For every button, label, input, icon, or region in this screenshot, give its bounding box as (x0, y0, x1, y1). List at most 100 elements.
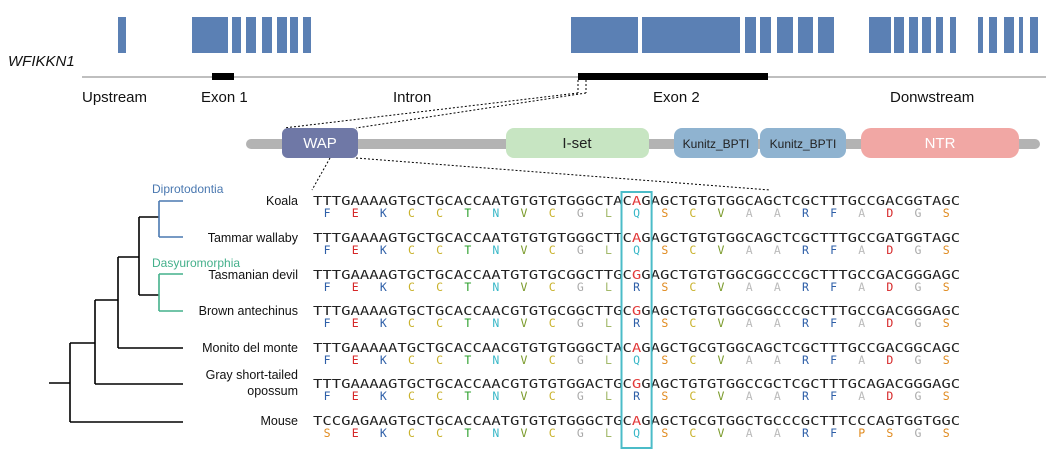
exon-bar (1004, 17, 1014, 53)
exon-bar (978, 17, 983, 53)
exon-bar (290, 17, 298, 53)
amino-acid: C (436, 243, 443, 257)
amino-acid: C (436, 206, 443, 220)
amino-acid: V (521, 426, 528, 440)
amino-acid: N (492, 389, 499, 403)
amino-acid: V (718, 316, 725, 330)
zoom-line (355, 157, 771, 191)
amino-acid: F (324, 353, 331, 367)
amino-acid: A (746, 316, 753, 330)
amino-acid: A (774, 389, 781, 403)
amino-acid: L (605, 206, 612, 220)
domain-wap (282, 128, 358, 158)
amino-acid: C (549, 426, 556, 440)
amino-acid: C (549, 353, 556, 367)
amino-acid: C (436, 280, 443, 294)
exon-bar (277, 17, 287, 53)
amino-acid: A (774, 206, 781, 220)
amino-acid: G (915, 280, 922, 294)
amino-acid: L (605, 426, 612, 440)
amino-acid: A (746, 353, 753, 367)
amino-acid: A (858, 316, 865, 330)
amino-acid: V (521, 206, 528, 220)
amino-acid: V (521, 316, 528, 330)
amino-acid: F (830, 280, 837, 294)
amino-acid: S (661, 389, 668, 403)
amino-acid: F (830, 426, 837, 440)
amino-acid: D (886, 353, 893, 367)
amino-acid: C (549, 280, 556, 294)
amino-acid: C (408, 389, 415, 403)
amino-acid: C (408, 206, 415, 220)
exon-bar (760, 17, 771, 53)
amino-acid: C (408, 426, 415, 440)
amino-acid: V (718, 353, 725, 367)
amino-acid: S (943, 280, 950, 294)
amino-acid: V (718, 389, 725, 403)
amino-acid: S (661, 280, 668, 294)
species-label: Monito del monte (202, 341, 298, 355)
amino-acid: S (943, 353, 950, 367)
amino-acid: G (577, 389, 584, 403)
amino-acid: G (915, 426, 922, 440)
amino-acid: Q (633, 206, 640, 220)
amino-acid: R (633, 316, 640, 330)
amino-acid: C (689, 243, 696, 257)
amino-acid: V (718, 280, 725, 294)
amino-acid: C (689, 206, 696, 220)
amino-acid: C (436, 426, 443, 440)
amino-acid: C (408, 316, 415, 330)
clade-label-diprotodontia: Diprotodontia (152, 182, 224, 196)
amino-acid: E (352, 389, 359, 403)
amino-acid: C (689, 353, 696, 367)
amino-acid: S (943, 389, 950, 403)
amino-acid: T (464, 243, 471, 257)
exon-bar (232, 17, 241, 53)
amino-acid: G (577, 353, 584, 367)
amino-acid: S (943, 243, 950, 257)
amino-acid: E (352, 206, 359, 220)
amino-acid: E (352, 243, 359, 257)
amino-acid: C (436, 316, 443, 330)
amino-acid: D (886, 389, 893, 403)
amino-acid: S (943, 426, 950, 440)
amino-acid: A (858, 389, 865, 403)
amino-acid: N (492, 426, 499, 440)
amino-acid: E (352, 353, 359, 367)
domain-ntr (861, 128, 1019, 158)
amino-acid: C (549, 243, 556, 257)
amino-acid: K (380, 316, 387, 330)
amino-acid: S (324, 426, 331, 440)
zoom-line (355, 92, 587, 129)
amino-acid: V (718, 243, 725, 257)
amino-acid: F (830, 243, 837, 257)
amino-acid: A (858, 243, 865, 257)
amino-acid: F (324, 316, 331, 330)
amino-acid: V (521, 243, 528, 257)
region-exon1: Exon 1 (201, 89, 248, 106)
amino-acid: D (886, 243, 893, 257)
domain-iset-label: I-set (562, 135, 592, 152)
amino-acid: F (830, 316, 837, 330)
amino-acid: T (464, 206, 471, 220)
amino-acid: G (577, 316, 584, 330)
amino-acid: C (408, 280, 415, 294)
exon2-mark (578, 73, 768, 80)
amino-acid: A (746, 243, 753, 257)
amino-acid: R (802, 389, 809, 403)
amino-acid: A (774, 280, 781, 294)
exon-bar (1030, 17, 1038, 53)
amino-acid: R (802, 280, 809, 294)
amino-acid: G (915, 353, 922, 367)
amino-acid: G (577, 280, 584, 294)
amino-acid: E (352, 280, 359, 294)
variant-highlight-box (620, 191, 653, 449)
amino-acid: E (352, 426, 359, 440)
exon-bar (1019, 17, 1023, 53)
amino-acid: F (830, 353, 837, 367)
